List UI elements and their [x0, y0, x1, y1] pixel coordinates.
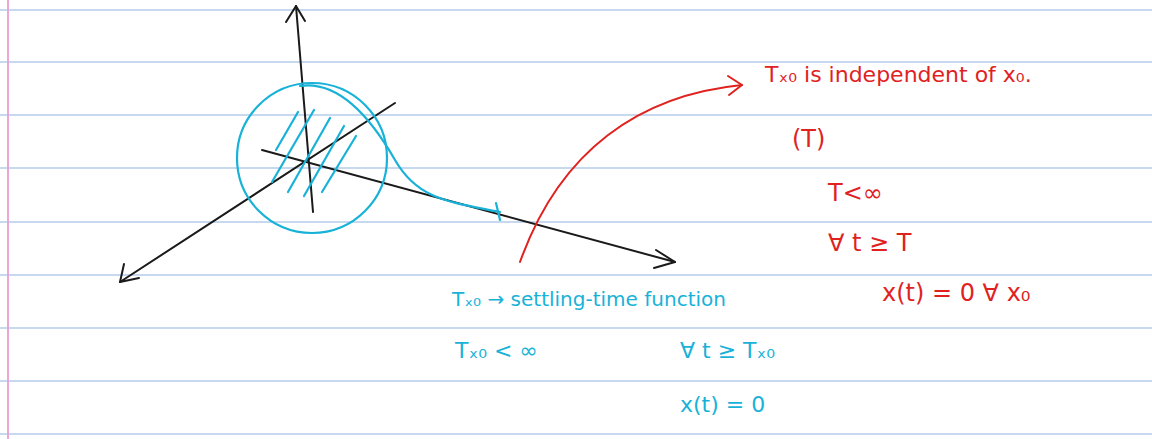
- handwritten-note: Tₓ₀ < ∞: [455, 338, 538, 363]
- handwritten-note: ∀ t ≥ T: [828, 230, 911, 258]
- handwritten-note: Tₓ₀ is independent of x₀.: [765, 62, 1032, 87]
- handwritten-note: Tₓ₀ → settling-time function: [452, 288, 726, 311]
- handwritten-note: ∀ t ≥ Tₓ₀: [680, 338, 775, 363]
- handwritten-note: x(t) = 0: [680, 392, 765, 417]
- handwritten-note: x(t) = 0 ∀ x₀: [882, 280, 1030, 308]
- ruled-lines: [0, 10, 1152, 434]
- margin-line: [7, 0, 9, 439]
- handwritten-note: (T): [792, 126, 825, 154]
- settling-region: [237, 83, 500, 233]
- pointer-arrow: [520, 76, 742, 262]
- axes: [120, 6, 675, 282]
- handwritten-note: T<∞: [828, 180, 883, 208]
